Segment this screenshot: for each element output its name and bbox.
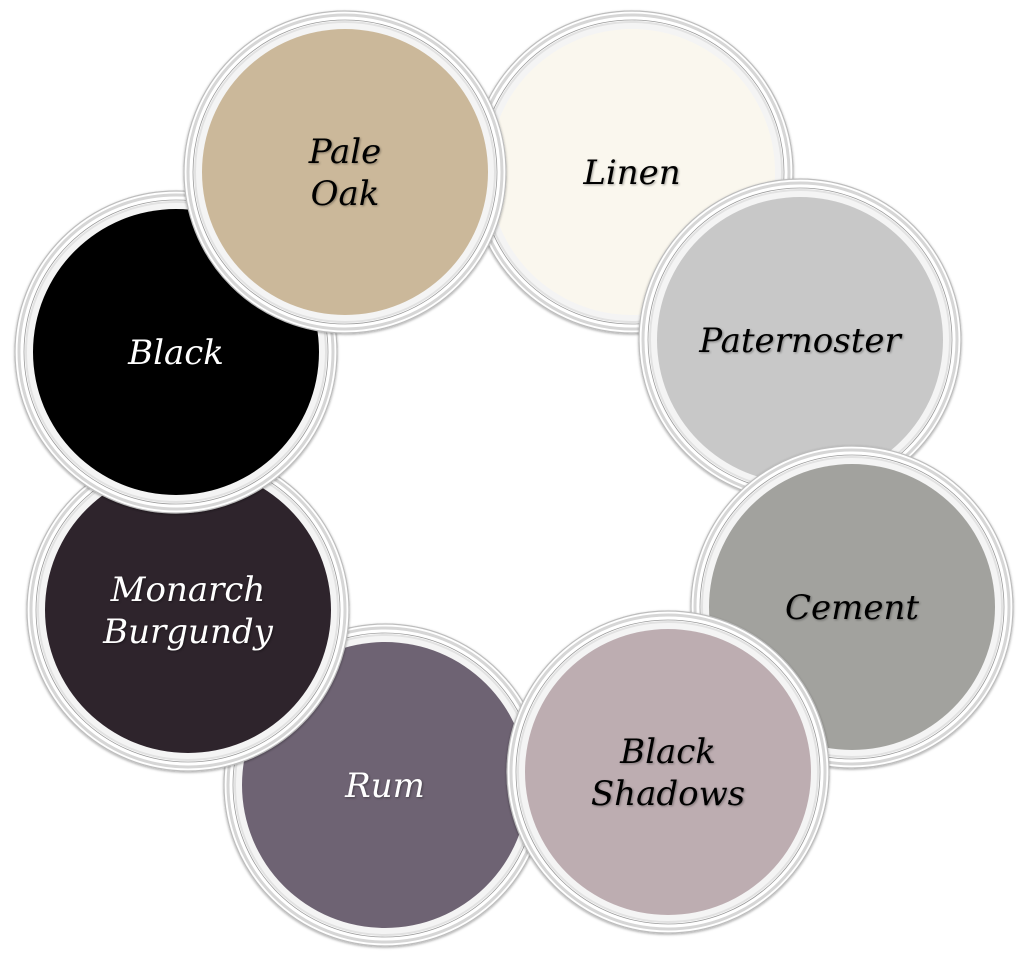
lid-rim-ring [17, 193, 335, 511]
swatch-label: Pale [308, 132, 382, 172]
paint-color-fill [242, 642, 528, 928]
lid-rim-ring [693, 448, 1011, 766]
swatch-label: Black [619, 732, 716, 772]
paint-color-fill [202, 29, 488, 315]
lid-rim-ring [186, 13, 504, 331]
swatch-label: Oak [311, 174, 380, 214]
lid-rim-ring [515, 619, 821, 925]
swatch-label: Black [127, 333, 224, 373]
swatch-paternoster: Paternoster [638, 178, 962, 502]
swatch-label: Rum [344, 766, 425, 806]
swatch-label: Paternoster [698, 321, 902, 361]
lid-rim-ring [509, 613, 827, 931]
paint-color-fill [45, 467, 331, 753]
lid-rim-ring [23, 199, 329, 505]
swatch-label: Shadows [591, 774, 745, 814]
paint-color-fill [657, 197, 943, 483]
lid-rim-ring [192, 19, 498, 325]
swatch-label: Linen [582, 153, 680, 193]
lid-rim-ring [699, 454, 1005, 760]
swatch-label: Cement [785, 588, 919, 628]
paint-color-fill [525, 629, 811, 915]
swatch-label: Monarch [110, 570, 266, 610]
swatch-label: Burgundy [102, 612, 273, 652]
